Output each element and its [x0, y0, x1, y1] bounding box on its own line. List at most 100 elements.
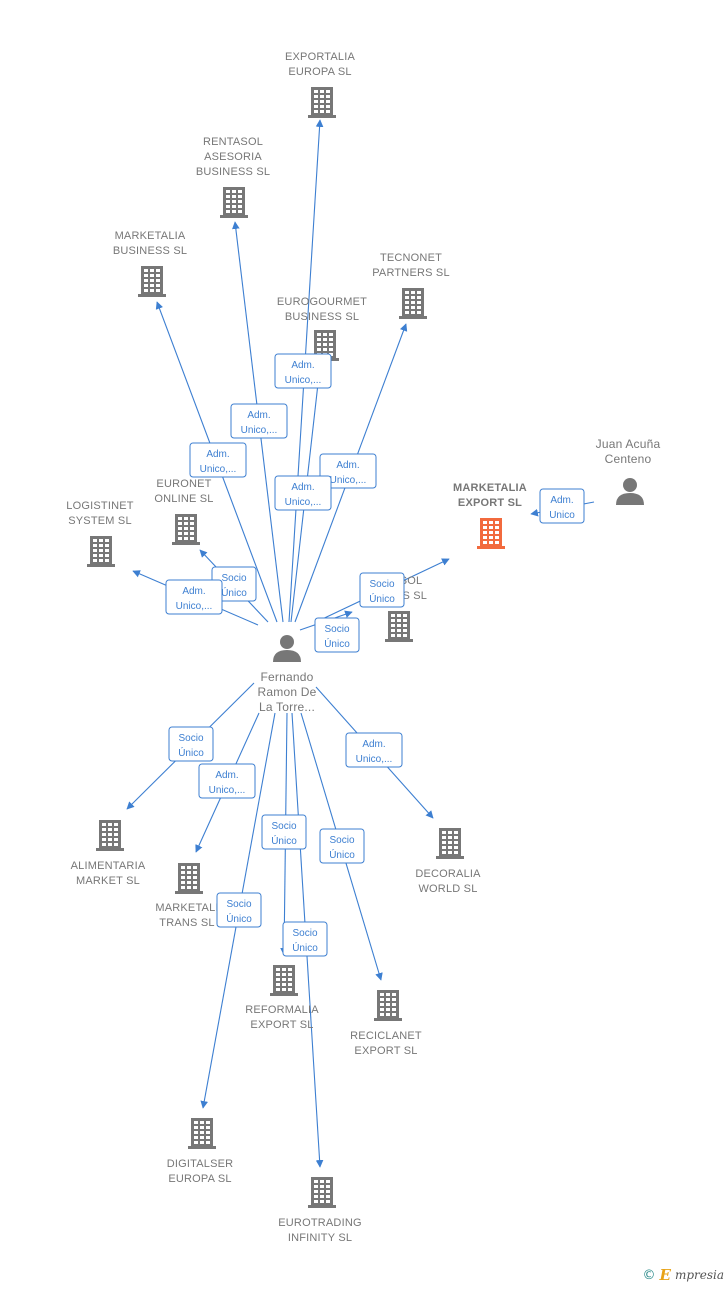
edge-label-line: Socio	[221, 573, 246, 584]
edge-label-line: Adm.	[291, 482, 314, 493]
building-icon	[220, 187, 248, 218]
brand-logo-text: mpresia	[674, 1268, 724, 1282]
brand-logo-initial: E	[659, 1266, 671, 1284]
edge-label-line: Adm.	[362, 739, 385, 750]
node-alimentaria[interactable]: ALIMENTARIA MARKET SL	[71, 820, 146, 887]
edges-layer	[126, 119, 595, 1168]
building-icon	[87, 536, 115, 567]
node-label-line: Centeno	[605, 452, 652, 466]
node-label-line: La Torre...	[259, 700, 315, 714]
edge-label-line: Adm.	[206, 449, 229, 460]
edge-label-fernando-to-logistinet[interactable]: Adm.Unico,...	[165, 579, 223, 615]
building-icon	[96, 820, 124, 851]
edge-label-line: Socio	[369, 579, 394, 590]
edge-label-line: Socio	[329, 835, 354, 846]
node-label-line: BUSINESS SL	[285, 311, 359, 323]
node-decoralia[interactable]: DECORALIA WORLD SL	[415, 828, 481, 895]
person-icon	[273, 635, 301, 662]
node-label-line: MARKETALIA	[115, 230, 186, 242]
node-label-line: Juan Acuña	[596, 437, 661, 451]
edge-label-line: Unico,...	[330, 475, 367, 486]
node-reformalia[interactable]: REFORMALIA EXPORT SL	[245, 965, 319, 1031]
node-label-line: EUROPA SL	[168, 1173, 231, 1185]
building-icon	[308, 1177, 336, 1208]
node-label-line: BUSINESS SL	[113, 245, 187, 257]
node-label-line: WORLD SL	[418, 883, 477, 895]
node-label-line: ALIMENTARIA	[71, 860, 146, 872]
edge-label-line: Unico,...	[241, 425, 278, 436]
building-icon	[172, 514, 200, 545]
node-label-line: EXPORT SL	[354, 1045, 417, 1057]
node-label-line: EXPORT SL	[250, 1019, 313, 1031]
node-eurogourmet[interactable]: EUROGOURMET BUSINESS SL	[277, 296, 367, 361]
node-label-line: RENTASOL	[203, 136, 263, 148]
node-label-line: INFINITY SL	[288, 1232, 352, 1244]
edge-label-line: Único	[221, 586, 247, 599]
edge-label-line: Unico,...	[285, 497, 322, 508]
edge-label-line: Socio	[292, 928, 317, 939]
node-label-line: ASESORIA	[204, 151, 262, 163]
node-label-line: SYSTEM SL	[68, 515, 132, 527]
node-label-line: MARKET SL	[76, 875, 140, 887]
building-icon	[308, 87, 336, 118]
edge-label-line: Socio	[324, 624, 349, 635]
edge-label-fernando-to-marketalia_business[interactable]: Adm.Unico,...	[189, 442, 247, 478]
node-label-line: LOGISTINET	[66, 500, 133, 512]
edge-label-line: Socio	[226, 899, 251, 910]
node-label-line: DECORALIA	[415, 868, 481, 880]
node-label-line: EUROGOURMET	[277, 296, 367, 308]
node-reciclanet[interactable]: RECICLANET EXPORT SL	[350, 990, 422, 1057]
edge-label-line: Único	[324, 637, 350, 650]
node-label-line: TRANS SL	[159, 917, 214, 929]
node-label-line: MARKETALIA	[453, 482, 527, 494]
node-label-line: REFORMALIA	[245, 1004, 319, 1016]
node-label-line: RECICLANET	[350, 1030, 422, 1042]
edge-label-fernando-to-eurogourmet[interactable]: Adm. Unico,...	[274, 475, 332, 511]
building-icon	[374, 990, 402, 1021]
node-label-line: Ramon De	[258, 685, 317, 699]
node-label-line: Fernando	[261, 670, 314, 684]
edge-label-line: Adm.	[247, 410, 270, 421]
edge-label-fernando-to-decoralia[interactable]: Adm. Unico,...	[345, 732, 403, 768]
building-icon	[399, 288, 427, 319]
edge-label-line: Único	[178, 746, 204, 759]
edge-label-line: Adm.	[336, 460, 359, 471]
building-icon	[477, 518, 505, 549]
node-label-line: SOL	[400, 575, 423, 587]
edge-label-line: Unico,...	[356, 754, 393, 765]
node-logistinet[interactable]: LOGISTINET SYSTEM SL	[66, 500, 134, 567]
edge-label-fernando-to-rentasol[interactable]: Adm. Unico,...	[230, 403, 288, 439]
edge-label-fernando-to-tecnonet[interactable]: Adm. Unico,...	[319, 453, 377, 489]
edge-label-line: Adm.	[550, 495, 573, 506]
edge-label-fernando-to-exportalia[interactable]: Adm.Unico,...	[274, 353, 332, 389]
node-marketalia-business[interactable]: MARKETALIA BUSINESS SL	[113, 230, 187, 297]
node-label-line: EURONET	[156, 478, 211, 490]
edge-label-line: Único	[369, 592, 395, 605]
edge-label-line: Único	[329, 848, 355, 861]
edge-label-fernando-to-marketalia_trans[interactable]: Adm.Unico,...	[198, 763, 256, 799]
building-icon	[270, 965, 298, 996]
node-label-line: TECNONET	[380, 252, 442, 264]
edge-label-line: Adm.	[182, 586, 205, 597]
edge-label-juan-to-marketalia_export[interactable]: Adm.Unico	[539, 488, 585, 524]
